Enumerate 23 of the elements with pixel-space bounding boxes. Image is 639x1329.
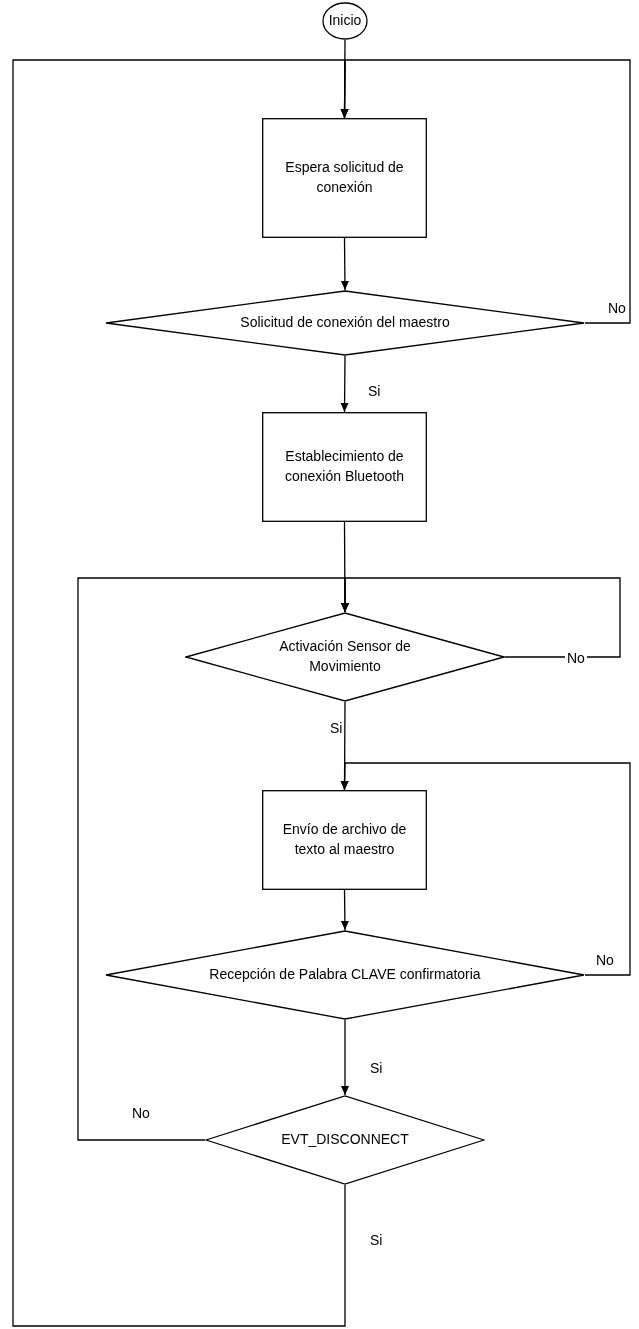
process-box: [262, 118, 427, 238]
node-label: Envío de archivo de texto al maestro: [281, 820, 408, 859]
arrow: [340, 889, 349, 931]
node-label: Activación Sensor de Movimiento: [278, 637, 412, 676]
process-box: [262, 412, 427, 522]
node-label: Solicitud de conexión del maestro: [240, 313, 450, 333]
decision-diamond: [105, 290, 585, 356]
node-label: Espera solicitud de conexión: [284, 158, 405, 197]
arrow: [340, 355, 349, 413]
node-label: EVT_DISCONNECT: [281, 1130, 409, 1150]
arrow: [12, 59, 349, 1327]
start-terminal: [322, 2, 368, 40]
arrow: [77, 577, 349, 1141]
node-label: Recepción de Palabra CLAVE confirmatoria: [209, 965, 481, 985]
arrow: [340, 237, 349, 291]
arrow: [340, 762, 631, 976]
process-box: [262, 790, 427, 890]
decision-diamond: [205, 1095, 485, 1185]
decision-diamond: [185, 612, 505, 702]
decision-diamond: [105, 930, 585, 1020]
node-label: Establecimiento de conexión Bluetooth: [283, 447, 406, 486]
node-label: Inicio: [328, 11, 362, 31]
arrow: [341, 1019, 349, 1096]
